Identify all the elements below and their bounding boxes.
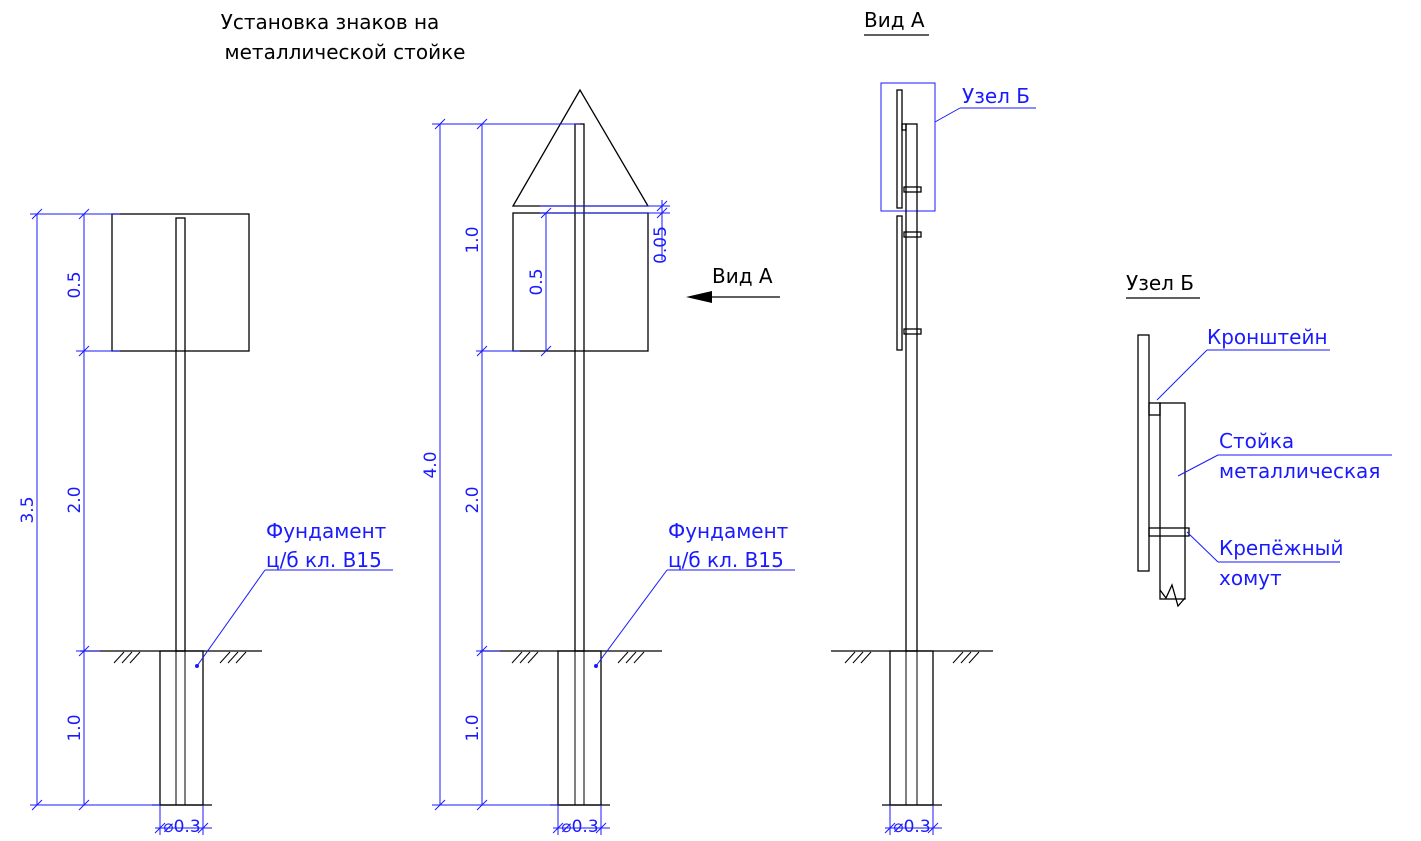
sign-2-triangle (511, 88, 650, 207)
sign-assembly-1: 0.5 2.0 3.5 1.0 ⌀0.3 Фундамент ц/б кл. В… (18, 208, 393, 837)
bracket-label: Кронштейн (1207, 325, 1328, 349)
node-b-post (1159, 402, 1186, 600)
dim-sign2-diameter: ⌀0.3 (561, 817, 598, 837)
sign-2-dimensions (432, 118, 670, 835)
sign-assembly-2: 4.0 1.0 0.05 0.5 2.0 1.0 ⌀0.3 Фундамент … (421, 88, 795, 837)
dim-sign1-clear: 2.0 (65, 486, 85, 513)
sign-2-post (574, 123, 585, 652)
foundation-3 (889, 650, 934, 806)
foundation-label-2-line1: Фундамент (668, 519, 789, 543)
dim-sign1-depth: 1.0 (65, 714, 85, 741)
view-a-triangle-plate (896, 89, 903, 209)
view-a-arrow-icon (686, 291, 712, 303)
foundation-label-2-line2: ц/б кл. В15 (668, 548, 784, 572)
title-line-1: Установка знаков на (221, 10, 440, 34)
foundation-1 (159, 650, 204, 806)
post-label-line2: металлическая (1219, 459, 1380, 483)
node-b-callout: Узел Б (962, 84, 1030, 108)
node-b-detail: Узел Б Кронштейн Стойка металлическая Кр… (1126, 271, 1392, 608)
dim-sign1-total: 3.5 (18, 496, 38, 523)
sign-1-dimensions (30, 208, 212, 835)
dim-sign2-total: 4.0 (421, 451, 441, 478)
dim-sign2-clear: 2.0 (463, 486, 483, 513)
sign-1-plate (111, 213, 250, 352)
view-a: Вид А ⌀0.3 Узел Б (831, 8, 1036, 837)
ground-hatch-1 (113, 651, 247, 664)
view-a-rect-plate (896, 215, 903, 351)
dim-sign2-plate: 0.5 (527, 268, 547, 295)
node-b-plate (1137, 334, 1150, 572)
view-a-title: Вид А (864, 8, 925, 32)
dim-sign2-gap: 0.05 (651, 226, 671, 264)
view-a-post (905, 123, 918, 652)
dim-view-a-diameter: ⌀0.3 (893, 817, 930, 837)
view-a-arrow-label: Вид А (712, 264, 773, 288)
dim-sign2-depth: 1.0 (463, 714, 483, 741)
clamp-label-line2: хомут (1219, 566, 1282, 590)
foundation-2 (557, 650, 602, 806)
node-b-clamp (1148, 527, 1190, 537)
node-b-bracket (1148, 402, 1161, 416)
node-b-title: Узел Б (1126, 271, 1194, 295)
dim-sign2-top: 1.0 (463, 226, 483, 253)
foundation-label-1-line1: Фундамент (266, 519, 387, 543)
sign-1-post (175, 217, 186, 652)
title-line-2: металлической стойке (225, 40, 466, 64)
foundation-label-1-line2: ц/б кл. В15 (266, 548, 382, 572)
node-b-frame (880, 82, 936, 212)
dim-sign1-diameter: ⌀0.3 (163, 817, 200, 837)
post-label-line1: Стойка (1219, 429, 1294, 453)
dim-sign1-height: 0.5 (65, 271, 85, 298)
clamp-label-line1: Крепёжный (1219, 536, 1343, 560)
